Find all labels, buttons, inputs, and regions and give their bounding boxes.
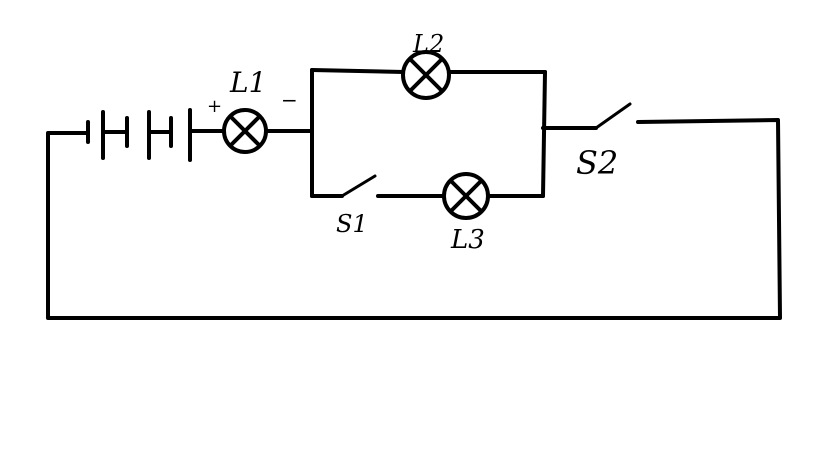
wire-bottom-loop (46, 118, 782, 320)
lamp-l2 (401, 50, 451, 100)
wire-upper-left (310, 68, 406, 74)
label-minus: − (281, 88, 298, 112)
switch-s1-blade (340, 174, 377, 198)
battery (86, 108, 192, 162)
label-l3: L3 (450, 225, 485, 255)
label-s2: S2 (576, 144, 618, 182)
wire-right-bus (541, 70, 547, 198)
lamp-l1 (222, 108, 268, 154)
label-l2: L2 (412, 30, 444, 58)
label-s1: S1 (336, 210, 368, 238)
label-plus: + (207, 96, 222, 117)
label-l1: L1 (229, 66, 266, 99)
switch-s2-blade (594, 102, 632, 130)
lamp-l3 (442, 172, 490, 220)
